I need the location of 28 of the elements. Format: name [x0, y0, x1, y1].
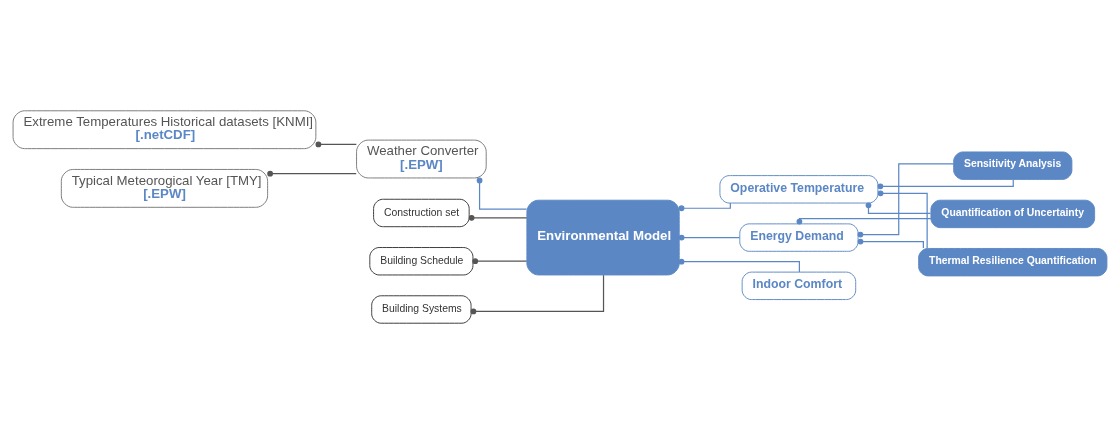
- connector: [476, 177, 528, 210]
- connector: [678, 201, 731, 211]
- node-box: Typical Meteorogical Year [TMY] [.EPW]: [60, 168, 269, 208]
- node-box: Sensitivity Analysis: [953, 150, 1073, 180]
- connector: [470, 274, 605, 314]
- node-box: Thermal Resilience Quantification: [918, 247, 1108, 276]
- connector: [857, 162, 955, 237]
- node-box: Weather Converter [.EPW]: [356, 139, 487, 178]
- connector: [796, 217, 932, 224]
- connector: [678, 234, 741, 240]
- node-box: Quantification of Uncertainty: [930, 199, 1096, 228]
- connector: [267, 170, 357, 177]
- node-box: Extreme Temperatures Historical datasets [KNMI] [.netCDF]: [12, 109, 317, 149]
- connector: [678, 258, 800, 273]
- node-box: Operative Temperature: [719, 174, 879, 203]
- connector: [315, 141, 357, 147]
- node-box: Building Schedule: [369, 246, 474, 275]
- node-box: Energy Demand: [739, 222, 859, 252]
- connector: [468, 214, 528, 221]
- node-box: Construction set: [373, 198, 470, 227]
- connector: [877, 178, 1014, 189]
- node-box: Environmental Model: [526, 199, 680, 275]
- connector: [865, 201, 932, 214]
- connector: [877, 189, 928, 249]
- node-box: Indoor Comfort: [741, 271, 857, 300]
- node-box: Building Systems: [371, 294, 472, 324]
- connector: [857, 238, 924, 249]
- connector: [472, 257, 528, 264]
